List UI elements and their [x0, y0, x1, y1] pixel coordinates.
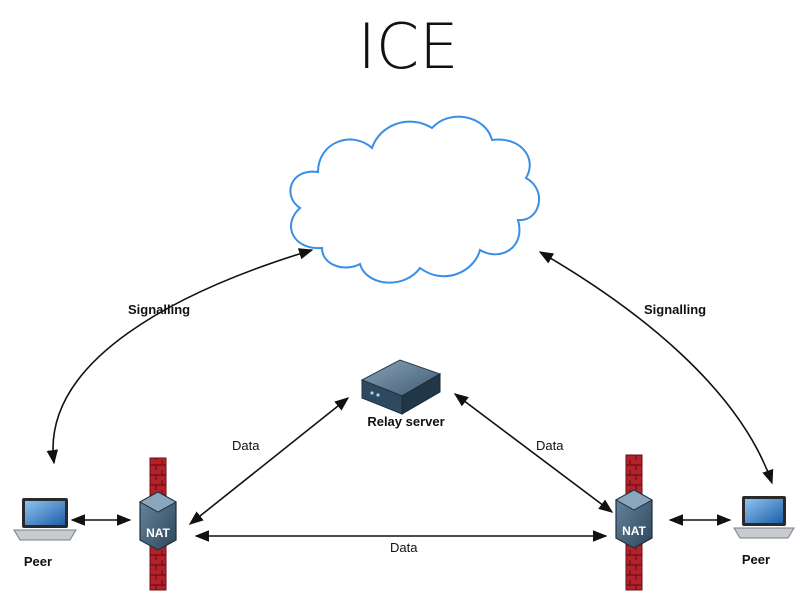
signalling-label-right: Signalling: [644, 302, 706, 317]
relay-server-label: Relay server: [367, 414, 444, 429]
nat-label-right: NAT: [622, 524, 646, 538]
peer-label-left: Peer: [24, 554, 52, 569]
diagram-title: ICE: [358, 10, 459, 83]
signalling-arrow-left: [46, 248, 314, 465]
nat-label-left: NAT: [146, 526, 170, 540]
signalling-arrow-right: [538, 251, 774, 485]
data-label-right: Data: [536, 438, 564, 453]
data-label-left: Data: [232, 438, 260, 453]
server-icon: [360, 359, 442, 415]
nat-router-icon: [614, 489, 654, 549]
laptop-icon: [13, 498, 77, 541]
laptop-icon: [733, 496, 795, 539]
data-label-bottom: Data: [390, 540, 418, 555]
watermark: @稀土掘金技术社区: [644, 574, 761, 590]
peer-label-right: Peer: [742, 552, 770, 567]
cloud-icon: [289, 115, 540, 284]
data-arrow-left: [188, 397, 350, 525]
data-arrow-right: [453, 393, 614, 513]
nat-router-icon: [138, 491, 178, 551]
signalling-label-left: Signalling: [128, 302, 190, 317]
